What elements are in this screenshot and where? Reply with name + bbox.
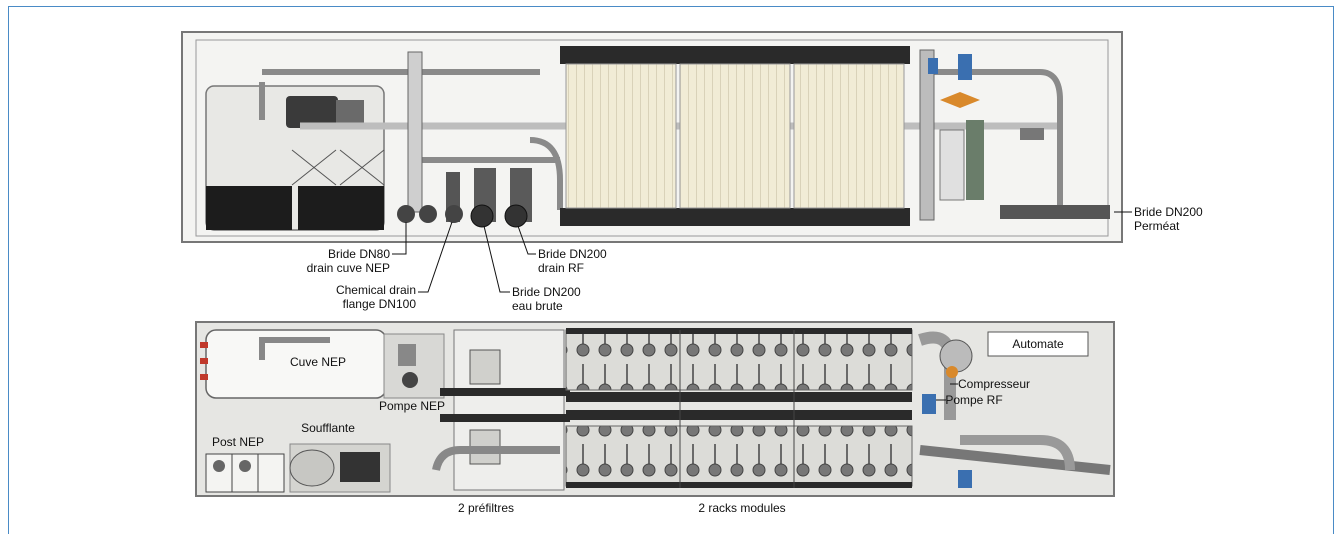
elevation-view: Bride DN80 drain cuve NEP Chemical drain…: [181, 31, 1203, 313]
bride-dn200-eau-label-2: eau brute: [512, 299, 563, 313]
soufflante: [289, 443, 391, 493]
pompe-nep-label: Pompe NEP: [379, 399, 445, 413]
plan-view: Cuve NEP Pompe NEP Soufflante Post NEP A…: [195, 321, 1115, 515]
post-nep-label: Post NEP: [212, 435, 264, 449]
right-equipment-plan: [918, 331, 1111, 488]
soufflante-label: Soufflante: [301, 421, 355, 435]
pumps-elevation: [397, 51, 532, 228]
bride-dn80-label-1: Bride DN80: [328, 247, 390, 261]
prefiltres-label: 2 préfiltres: [458, 501, 514, 515]
bride-dn200-permeat-label-1: Bride DN200: [1134, 205, 1203, 219]
compresseur-label: Compresseur: [958, 377, 1030, 391]
bride-dn200-rf-label-1: Bride DN200: [538, 247, 607, 261]
pompe-rf-label: Pompe RF: [945, 393, 1002, 407]
bride-dn200-permeat-label-2: Perméat: [1134, 219, 1180, 233]
nep-tank-elevation: [205, 85, 385, 231]
figure-frame: [8, 6, 1334, 534]
cuve-nep-label: Cuve NEP: [290, 355, 346, 369]
chemical-drain-label-2: flange DN100: [343, 297, 417, 311]
valves-elevation: [919, 49, 1044, 221]
bride-dn200-rf-label-2: drain RF: [538, 261, 584, 275]
post-nep: [205, 453, 285, 493]
chemical-drain-label-1: Chemical drain: [336, 283, 416, 297]
racks-modules-label: 2 racks modules: [698, 501, 785, 515]
pompe-nep: [383, 333, 445, 399]
automate-label: Automate: [1012, 337, 1064, 351]
cuve-nep: [200, 329, 387, 399]
membrane-modules-elevation: [560, 46, 910, 226]
prefiltres: [432, 329, 570, 491]
callouts-elevation: [392, 211, 1132, 293]
racks-modules: [565, 328, 913, 488]
bride-dn80-label-2: drain cuve NEP: [307, 261, 390, 275]
bride-dn200-eau-label-1: Bride DN200: [512, 285, 581, 299]
